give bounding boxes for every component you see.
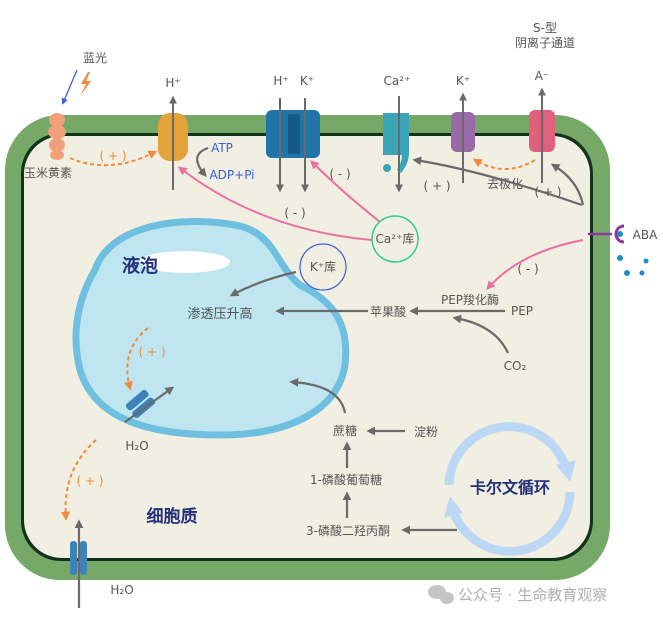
plus-label-influx: ( + ) (76, 474, 103, 488)
vacuole-water-arrow (124, 386, 175, 423)
h-plus-label-2: H⁺ (273, 74, 288, 88)
vacuole-highlight (140, 251, 230, 273)
plus-label: ( + ) (99, 149, 126, 163)
h-k-channel-core (288, 114, 300, 154)
depolarization-label: 去极化 (487, 177, 523, 191)
plus-label-water: ( + ) (138, 345, 165, 359)
atp-hydrolysis-arrow (196, 146, 209, 178)
ca-inhibit-hk-arrow (310, 160, 381, 223)
dhap-label: 3-磷酸二羟丙酮 (306, 523, 390, 538)
ca-channel (383, 113, 409, 173)
adp-label: ADP+Pi (209, 168, 254, 182)
s-type-label: S-型 (533, 21, 557, 35)
aba-to-ca-arrow (412, 156, 583, 207)
aba-label: ABA (633, 228, 658, 242)
aba-inhibit-pepc-arrow (486, 239, 584, 291)
plus-label-anion: ( + ) (534, 185, 561, 199)
h2o-label-vacuole: H₂O (125, 439, 148, 453)
k-plus-label-2: K⁺ (456, 74, 470, 88)
vacuole-label: 液泡 (122, 255, 158, 277)
watermark: 公众号 · 生命教育观察 (458, 586, 607, 604)
calvin-cycle-icon (444, 422, 575, 556)
osmotic-pressure-label: 渗透压升高 (187, 306, 252, 322)
blue-light-arrow (61, 69, 78, 105)
k-to-osmotic-arrow (229, 270, 297, 297)
minus-label-pump: ( - ) (284, 206, 305, 220)
minus-label-pepc: ( - ) (517, 262, 538, 276)
ca-channel-knob (383, 164, 391, 172)
pep-label: PEP (511, 304, 533, 318)
ca-store-label: Ca²⁺库 (376, 231, 415, 246)
malate-label: 苹果酸 (370, 304, 406, 319)
calvin-arrowhead-1 (556, 460, 576, 482)
membrane-aquaporin (70, 541, 87, 575)
osmotic-water-arrow (124, 327, 149, 391)
co2-arrow (452, 314, 509, 354)
plus-label-ca: ( + ) (423, 179, 450, 193)
wechat-icon (428, 585, 454, 604)
lightning-icon (80, 72, 91, 96)
zeaxanthin-activation-arrow (69, 150, 158, 167)
h-plus-label: H⁺ (165, 76, 180, 90)
pepc-label: PEP羧化酶 (441, 292, 499, 307)
atp-label: ATP (211, 141, 233, 155)
ca-label: Ca²⁺ (384, 74, 411, 88)
sucrose-to-vacuole-arrow (289, 377, 347, 414)
ca-inhibit-pump-arrow (177, 166, 373, 241)
anion-channel-label: 阴离子通道 (515, 35, 575, 50)
aba-to-anion-arrow (550, 163, 585, 206)
blue-light-label: 蓝光 (83, 51, 107, 65)
zeaxanthin-photoreceptor (48, 113, 66, 160)
k-store (299, 243, 347, 291)
h2o-label: H₂O (110, 583, 133, 597)
g1p-label: 1-磷酸葡萄糖 (310, 472, 382, 487)
aba-dots (617, 255, 649, 276)
cytoplasm-label: 细胞质 (147, 506, 198, 527)
k-plus-label: K⁺ (300, 74, 314, 88)
starch-label: 淀粉 (414, 425, 438, 439)
anion-label: A⁻ (535, 69, 550, 83)
aba-molecule (617, 231, 623, 237)
water-influx-arrow (60, 439, 97, 521)
minus-label-hk: ( - ) (329, 167, 350, 181)
calvin-arrowhead-2 (444, 496, 463, 518)
vacuole (72, 217, 350, 439)
sucrose-label: 蔗糖 (333, 423, 357, 438)
co2-label: CO₂ (504, 359, 527, 373)
zeaxanthin-label: 玉米黄素 (24, 166, 72, 180)
calvin-cycle-label: 卡尔文循环 (470, 478, 550, 497)
depolarization-arrow (472, 158, 536, 170)
k-store-label: K⁺库 (310, 259, 336, 274)
aba-receptor (614, 224, 625, 244)
